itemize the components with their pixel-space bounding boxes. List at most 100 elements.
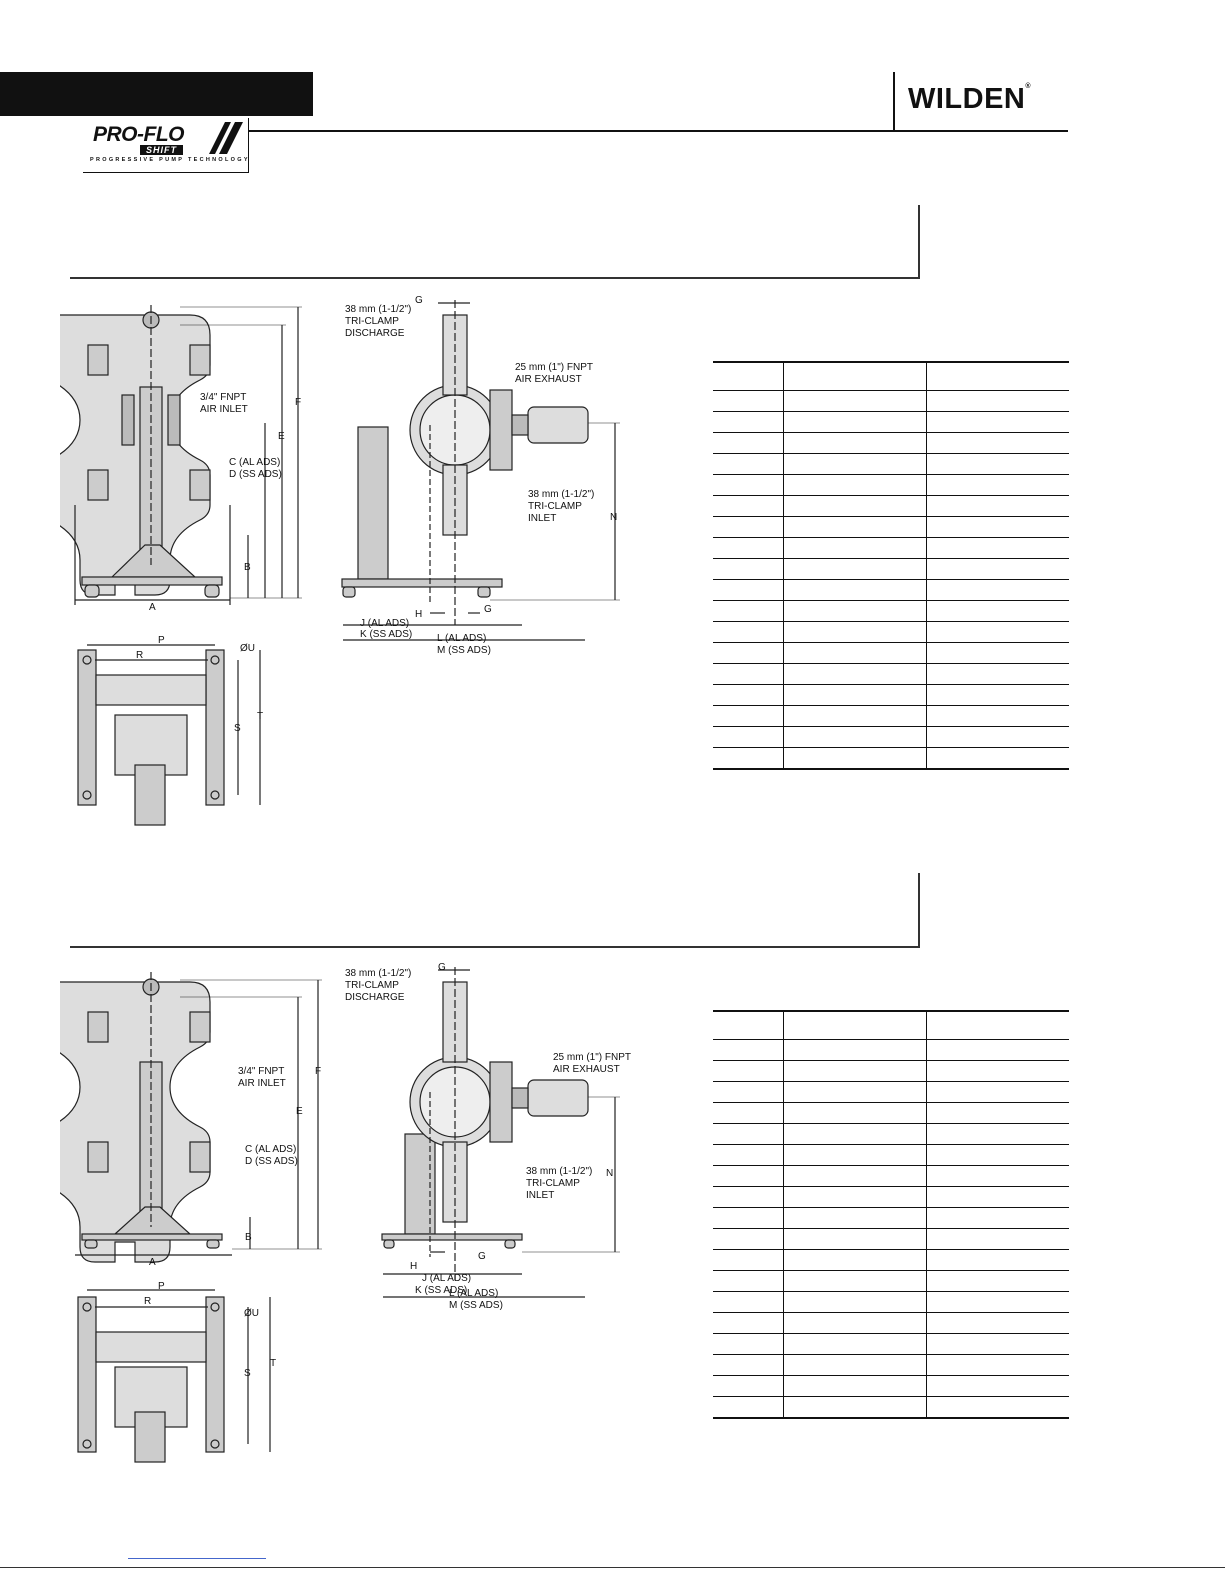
- table-cell: [926, 1312, 1069, 1334]
- section-2-title-rule: [70, 946, 920, 948]
- dim-label-c: C (AL ADS): [229, 457, 280, 468]
- table-cell: [713, 663, 784, 685]
- table-row: [713, 390, 1069, 412]
- table-cell: [926, 1270, 1069, 1292]
- dim-label-h: H: [410, 1261, 417, 1272]
- table-cell: [783, 705, 927, 727]
- wilden-wordmark: WILDEN: [908, 83, 1026, 115]
- table-row: [713, 600, 1069, 622]
- table-row: [713, 1375, 1069, 1397]
- table-cell: [926, 1207, 1069, 1229]
- dim-label-m: M (SS ADS): [449, 1300, 503, 1311]
- table-cell: [783, 1375, 927, 1397]
- table-cell: [926, 453, 1069, 475]
- header-black-bar: [0, 72, 313, 116]
- discharge-label-3: DISCHARGE: [345, 328, 405, 339]
- table-row: [713, 642, 1069, 664]
- table-cell: [926, 390, 1069, 412]
- table-cell: [926, 1102, 1069, 1124]
- table-cell: [783, 495, 927, 517]
- dimensions-table-1: [713, 361, 1069, 770]
- footer-link-underline[interactable]: [128, 1558, 266, 1559]
- table-row: [713, 1144, 1069, 1166]
- footer-rule: [0, 1567, 1225, 1568]
- table-cell: [926, 1228, 1069, 1250]
- inlet-label-2: TRI-CLAMP: [528, 501, 582, 512]
- table-cell: [926, 432, 1069, 454]
- table-cell: [713, 1010, 784, 1040]
- discharge-label-1: 38 mm (1-1/2"): [345, 968, 411, 979]
- table-row: [713, 1165, 1069, 1187]
- table-cell: [713, 684, 784, 706]
- inlet-label-3: INLET: [526, 1190, 554, 1201]
- table-row: [713, 1396, 1069, 1419]
- table-row: [713, 1186, 1069, 1208]
- table-cell: [713, 516, 784, 538]
- table-cell: [783, 1186, 927, 1208]
- table-row: [713, 1354, 1069, 1376]
- table-cell: [713, 1333, 784, 1355]
- table-row: [713, 516, 1069, 538]
- table-cell: [783, 726, 927, 748]
- table-cell: [783, 390, 927, 412]
- dim-label-n: N: [606, 1168, 613, 1179]
- table-cell: [783, 516, 927, 538]
- table-cell: [713, 1228, 784, 1250]
- registered-mark: ®: [1025, 83, 1032, 90]
- table-cell: [926, 1354, 1069, 1376]
- table-cell: [713, 432, 784, 454]
- table-cell: [713, 600, 784, 622]
- dim-label-g: G: [478, 1251, 486, 1262]
- table-cell: [783, 1270, 927, 1292]
- table-cell: [713, 1396, 784, 1419]
- table-cell: [926, 1010, 1069, 1040]
- table-cell: [783, 1165, 927, 1187]
- table-cell: [783, 1102, 927, 1124]
- table-cell: [713, 1144, 784, 1166]
- section-1-title-divider: [918, 205, 920, 278]
- table-row: [713, 1333, 1069, 1355]
- table-row: [713, 495, 1069, 517]
- table-cell: [783, 663, 927, 685]
- table-cell: [926, 1165, 1069, 1187]
- table-row: [713, 453, 1069, 475]
- table-row: [713, 705, 1069, 727]
- dim-label-t: T: [257, 711, 263, 722]
- table-cell: [926, 1123, 1069, 1145]
- table-cell: [713, 411, 784, 433]
- table-row: [713, 432, 1069, 454]
- table-cell: [783, 1010, 927, 1040]
- table-cell: [783, 642, 927, 664]
- table-cell: [926, 1186, 1069, 1208]
- table-cell: [783, 579, 927, 601]
- table-cell: [926, 1333, 1069, 1355]
- table-cell: [926, 1396, 1069, 1419]
- table-row: [713, 1102, 1069, 1124]
- table-cell: [713, 1081, 784, 1103]
- table-cell: [926, 1375, 1069, 1397]
- table-row: [713, 537, 1069, 559]
- table-cell: [713, 1060, 784, 1082]
- table-row: [713, 1081, 1069, 1103]
- table-cell: [926, 705, 1069, 727]
- dim-label-d: D (SS ADS): [229, 469, 282, 480]
- exhaust-label-2: AIR EXHAUST: [553, 1064, 620, 1075]
- table-cell: [783, 1207, 927, 1229]
- table-cell: [783, 621, 927, 643]
- table-cell: [713, 558, 784, 580]
- table-cell: [713, 1270, 784, 1292]
- table-cell: [926, 579, 1069, 601]
- table-cell: [713, 361, 784, 391]
- section-1-drawings: A B C (AL ADS) D (SS ADS) E F 3/4" FNPT …: [60, 295, 620, 826]
- table-row: [713, 1207, 1069, 1229]
- table-cell: [926, 411, 1069, 433]
- inlet-label-1: 38 mm (1-1/2"): [526, 1166, 592, 1177]
- table-cell: [783, 1249, 927, 1271]
- table-cell: [783, 1123, 927, 1145]
- side-view-pump: [381, 967, 589, 1280]
- discharge-label-2: TRI-CLAMP: [345, 980, 399, 991]
- table-cell: [713, 474, 784, 496]
- table-row: [713, 1123, 1069, 1145]
- inlet-label-1: 38 mm (1-1/2"): [528, 489, 594, 500]
- table-header-row: [713, 361, 1069, 391]
